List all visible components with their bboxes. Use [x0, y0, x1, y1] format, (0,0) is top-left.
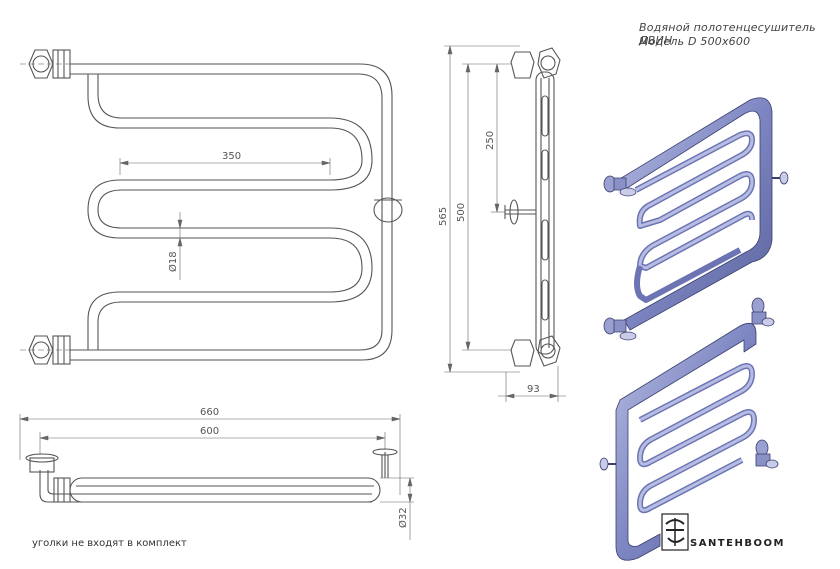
drawing-subtitle: Модель D 500x600	[639, 35, 751, 48]
dimension-d32-label: Ø32	[397, 507, 409, 528]
side-view	[504, 47, 561, 367]
dimension-350-label: 350	[222, 151, 241, 162]
dimension-verticals	[444, 45, 566, 402]
dimension-horizontals	[19, 414, 414, 540]
top-view	[25, 448, 398, 503]
iso-view-top	[603, 97, 789, 341]
drawing-title: Водяной полотенцесушитель ДВИН	[639, 21, 816, 47]
dimension-565-label: 565	[438, 207, 449, 226]
dimension-660-label: 660	[200, 407, 219, 418]
dimension-500-label: 500	[456, 203, 467, 222]
dimension-600-label: 600	[200, 426, 219, 437]
dimension-d18-label: Ø18	[167, 251, 179, 272]
dimension-250-label: 250	[485, 131, 496, 150]
dimension-93-label: 93	[527, 384, 540, 395]
dimension-d18	[177, 212, 183, 280]
dimension-350	[119, 158, 331, 175]
front-view	[20, 49, 403, 365]
iso-view-bottom	[599, 297, 779, 561]
footnote: уголки не входят в комплект	[32, 538, 187, 549]
brand-name: SANTEHBOOM	[690, 538, 785, 549]
brand-logo-icon	[661, 513, 689, 551]
